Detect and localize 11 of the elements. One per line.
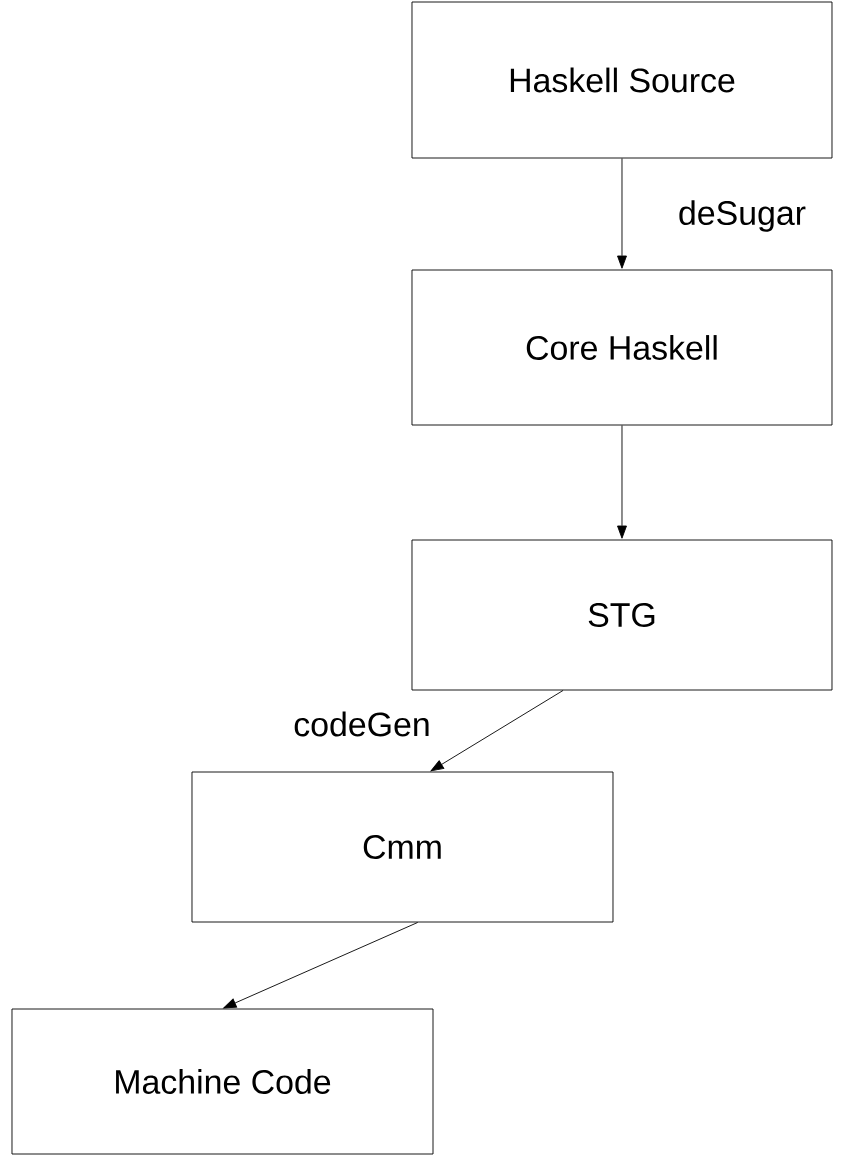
process-box: Cmm xyxy=(191,771,614,923)
edge-label: codeGen xyxy=(291,709,433,739)
process-box: STG xyxy=(411,539,833,691)
arrow xyxy=(430,690,564,772)
arrow xyxy=(617,158,627,269)
process-box: Machine Code xyxy=(11,1008,434,1155)
process-box: Haskell Source xyxy=(411,1,833,159)
process-box: Core Haskell xyxy=(411,269,833,426)
edge-label: deSugar xyxy=(675,198,808,234)
arrow xyxy=(223,922,419,1009)
arrow xyxy=(617,425,627,539)
